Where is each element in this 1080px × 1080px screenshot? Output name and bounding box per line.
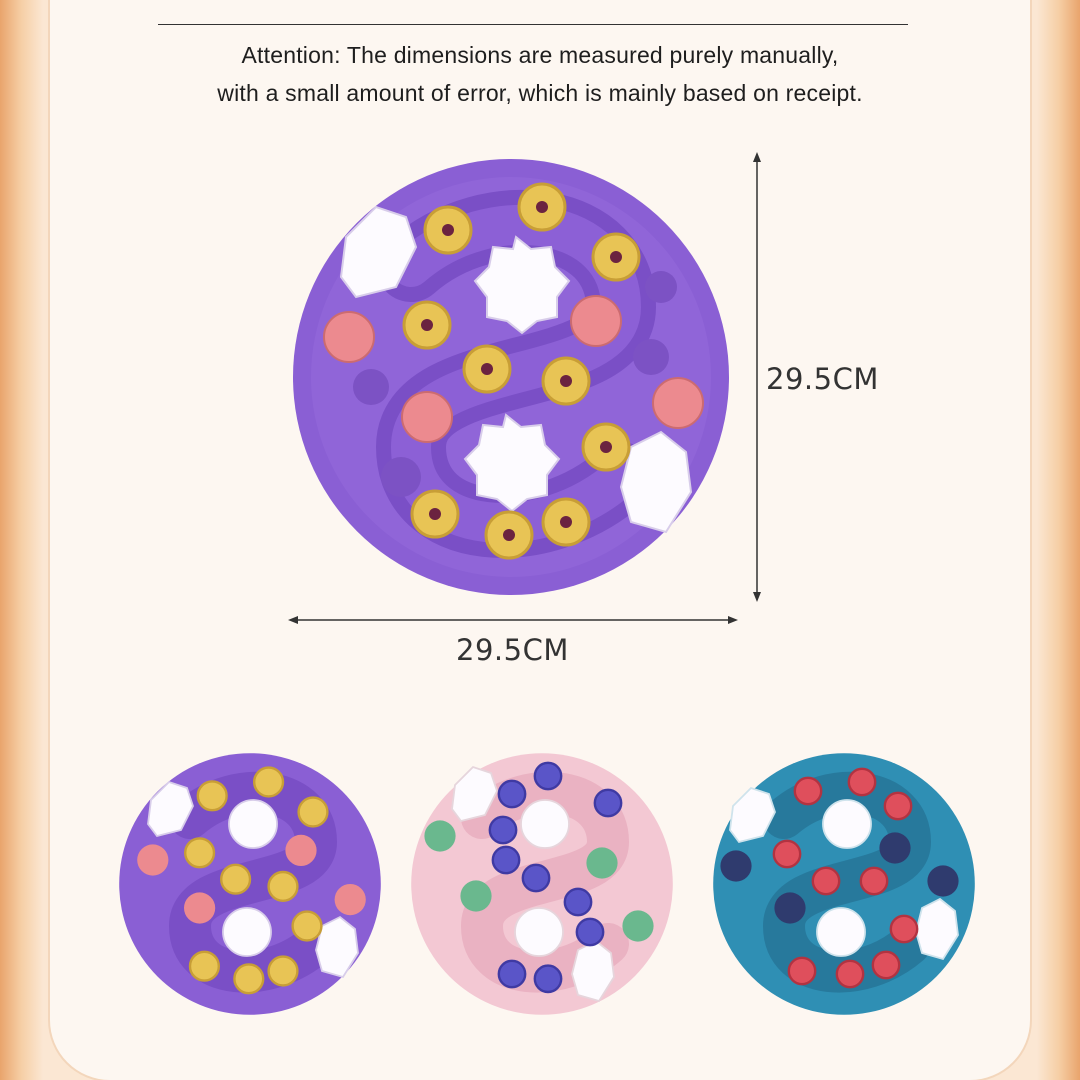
- purple-variant-image: [119, 753, 381, 1015]
- blue-variant-image: [713, 753, 975, 1015]
- height-dimension-arrow: [753, 152, 761, 602]
- top-divider: [158, 24, 908, 25]
- attention-line-2: with a small amount of error, which is m…: [217, 80, 863, 106]
- main-feeder-image: [293, 159, 729, 595]
- pink-variant-image: [411, 753, 673, 1015]
- width-dimension-arrow: [288, 616, 738, 624]
- width-label: 29.5CM: [456, 633, 569, 667]
- height-label: 29.5CM: [766, 362, 879, 396]
- attention-line-1: Attention: The dimensions are measured p…: [241, 42, 839, 68]
